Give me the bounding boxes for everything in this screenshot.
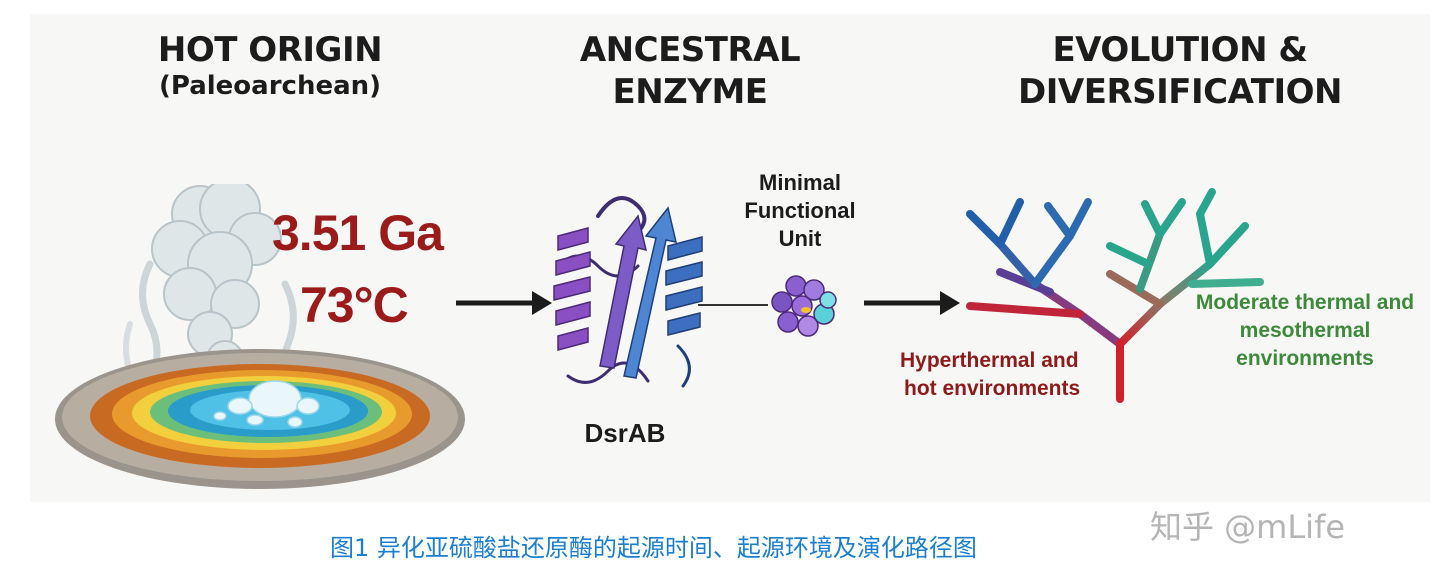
figure-caption: 图1 异化亚硫酸盐还原酶的起源时间、起源环境及演化路径图 bbox=[330, 534, 977, 562]
heading-hot-origin: HOT ORIGIN bbox=[157, 30, 383, 70]
figure-panel: HOT ORIGIN (Paleoarchean) ANCESTRAL ENZY… bbox=[30, 14, 1430, 502]
heading-diversification: DIVERSIFICATION bbox=[1018, 72, 1342, 112]
connector-line bbox=[698, 304, 768, 306]
steam-cloud bbox=[151, 184, 282, 378]
hot-environments-line1: Hyperthermal and bbox=[900, 349, 1079, 372]
moderate-environments-line2: mesothermal bbox=[1239, 319, 1371, 342]
beta-strand-blue bbox=[623, 206, 677, 379]
moderate-environments-line1: Moderate thermal and bbox=[1195, 291, 1415, 314]
functional-unit-icon bbox=[771, 275, 837, 337]
beta-strand-purple bbox=[599, 214, 648, 369]
heading-ancestral: ANCESTRAL bbox=[579, 30, 801, 70]
evolution-tree bbox=[966, 188, 1264, 403]
purple-helix bbox=[553, 227, 591, 351]
watermark: 知乎 @mLife bbox=[1150, 508, 1346, 546]
arrow-right-icon bbox=[456, 291, 552, 315]
arrow-right-icon-2 bbox=[864, 291, 960, 315]
origin-age: 3.51 Ga bbox=[272, 205, 444, 261]
heading-evolution: EVOLUTION & bbox=[1052, 30, 1308, 70]
moderate-environments-line3: environments bbox=[1236, 347, 1374, 370]
enzyme-name: DsrAB bbox=[584, 418, 666, 448]
heading-enzyme: ENZYME bbox=[612, 72, 768, 112]
hot-spring-illustration bbox=[55, 184, 465, 489]
unit-label-line2: Functional bbox=[744, 198, 856, 223]
blue-helix bbox=[665, 236, 703, 336]
origin-temperature: 73°C bbox=[300, 277, 409, 333]
unit-label-line1: Minimal bbox=[759, 170, 841, 195]
unit-label-line3: Unit bbox=[778, 226, 822, 251]
heading-paleoarchean: (Paleoarchean) bbox=[158, 71, 382, 101]
dsrab-protein-structure bbox=[553, 196, 703, 388]
hot-environments-line2: hot environments bbox=[904, 377, 1081, 400]
